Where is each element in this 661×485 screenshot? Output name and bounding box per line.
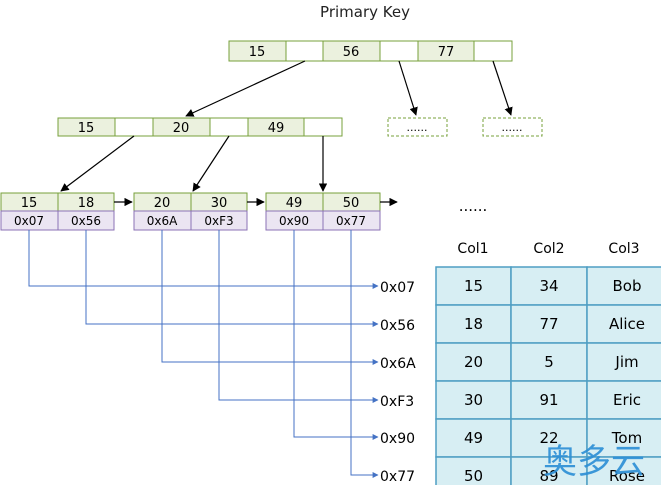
table-row: 30 91 Eric	[435, 380, 661, 420]
leaf-key: 30	[211, 196, 228, 211]
row-connector	[350, 230, 379, 478]
table-cell-text: 77	[539, 315, 558, 333]
table-cell	[435, 304, 512, 344]
table-cell	[435, 456, 512, 485]
table-cell-text: 30	[464, 391, 483, 409]
internal-to-leaf-arrow	[192, 135, 230, 192]
watermark: 奥多云	[543, 442, 645, 482]
table-cell	[586, 304, 661, 344]
table-cell-text: 34	[539, 277, 558, 295]
internal-key: 20	[173, 121, 190, 136]
column-header: Col2	[533, 241, 564, 257]
row-connector	[218, 230, 379, 403]
table-row: 15 34 Bob	[435, 266, 661, 306]
table-row: 18 77 Alice	[435, 304, 661, 344]
data-table: Col1 Col2 Col3 15 34 Bob 18 77 Alice 20 5 Jim 30 9…	[435, 241, 661, 485]
table-cell-text: Tom	[611, 429, 642, 447]
root-key: 15	[249, 45, 266, 60]
table-cell-text: 89	[539, 467, 558, 485]
internal-to-leaf-arrow	[60, 135, 135, 192]
internal-key: 15	[78, 121, 95, 136]
table-cell-text: Rose	[609, 467, 645, 485]
address-label: 0x77	[380, 469, 415, 485]
internal-pointer-cell	[114, 117, 154, 137]
placeholder-node: ......	[482, 117, 543, 137]
table-cell-text: 50	[464, 467, 483, 485]
column-header: Col1	[457, 241, 488, 257]
root-pointer-cell	[379, 40, 419, 62]
leaf-pointer: 0x77	[336, 214, 366, 228]
table-cell	[435, 342, 512, 382]
row-connector	[28, 230, 379, 289]
leaf-ellipsis: ......	[459, 197, 488, 215]
root-node: 15 56 77	[228, 40, 513, 62]
table-cell-text: 22	[539, 429, 558, 447]
row-pointer-connectors	[28, 230, 379, 478]
root-to-placeholder-arrow	[492, 60, 513, 116]
internal-pointer-cell	[209, 117, 249, 137]
root-pointer-cell	[473, 40, 513, 62]
placeholder-label: ......	[407, 121, 428, 134]
row-connector	[85, 230, 379, 327]
leaf-pointer: 0x6A	[147, 214, 178, 228]
internal-key: 49	[268, 121, 285, 136]
leaf-node: 49 50 0x90 0x77	[265, 192, 381, 231]
leaf-pointer: 0xF3	[204, 214, 233, 228]
placeholder-label: ......	[502, 121, 523, 134]
table-row: 49 22 Tom	[435, 418, 661, 458]
row-connector	[161, 230, 379, 365]
table-cell	[586, 342, 661, 382]
table-cell-text: Alice	[609, 315, 645, 333]
root-key: 56	[343, 45, 360, 60]
table-row: 20 5 Jim	[435, 342, 661, 382]
address-label: 0x56	[380, 318, 415, 334]
leaf-key: 49	[286, 196, 303, 211]
leaf-pointer: 0x90	[279, 214, 309, 228]
root-key: 77	[438, 45, 455, 60]
table-cell-text: 5	[544, 353, 554, 371]
address-label: 0x6A	[380, 356, 416, 372]
internal-node: 15 20 49	[57, 117, 343, 137]
table-cell-text: 15	[464, 277, 483, 295]
leaf-pointer: 0x56	[71, 214, 101, 228]
table-cell-text: 20	[464, 353, 483, 371]
row-connector	[293, 230, 379, 440]
table-cell	[586, 456, 661, 485]
leaf-key: 15	[21, 196, 38, 211]
leaf-key: 18	[78, 196, 95, 211]
leaf-key: 50	[343, 196, 360, 211]
leaf-node: 20 30 0x6A 0xF3	[133, 192, 248, 231]
table-cell-text: 91	[539, 391, 558, 409]
table-cell-text: 18	[464, 315, 483, 333]
root-pointer-cell	[285, 40, 324, 62]
diagram-title: Primary Key	[320, 3, 410, 21]
leaf-node: 15 18 0x07 0x56	[0, 192, 115, 231]
address-label: 0x07	[380, 280, 415, 296]
table-cell-text: Bob	[613, 277, 642, 295]
table-cell	[586, 380, 661, 420]
table-cell-text: Eric	[613, 391, 641, 409]
table-body: 15 34 Bob 18 77 Alice 20 5 Jim 30 91 Eric 49 22 Tom 50 8…	[435, 266, 661, 485]
root-to-internal-arrow	[185, 60, 306, 117]
table-cell-text: Jim	[614, 353, 638, 371]
table-cell	[510, 342, 588, 382]
table-cell-text: 49	[464, 429, 483, 447]
table-row: 50 89 Rose	[435, 456, 661, 485]
address-label: 0xF3	[380, 394, 414, 410]
leaf-pointer: 0x07	[14, 214, 44, 228]
table-cell	[586, 418, 661, 458]
column-header: Col3	[608, 241, 639, 257]
internal-pointer-cell	[303, 117, 343, 137]
placeholder-node: ......	[387, 117, 448, 137]
address-label: 0x90	[380, 431, 415, 447]
leaf-key: 20	[154, 196, 171, 211]
root-to-placeholder-arrow	[398, 60, 418, 116]
